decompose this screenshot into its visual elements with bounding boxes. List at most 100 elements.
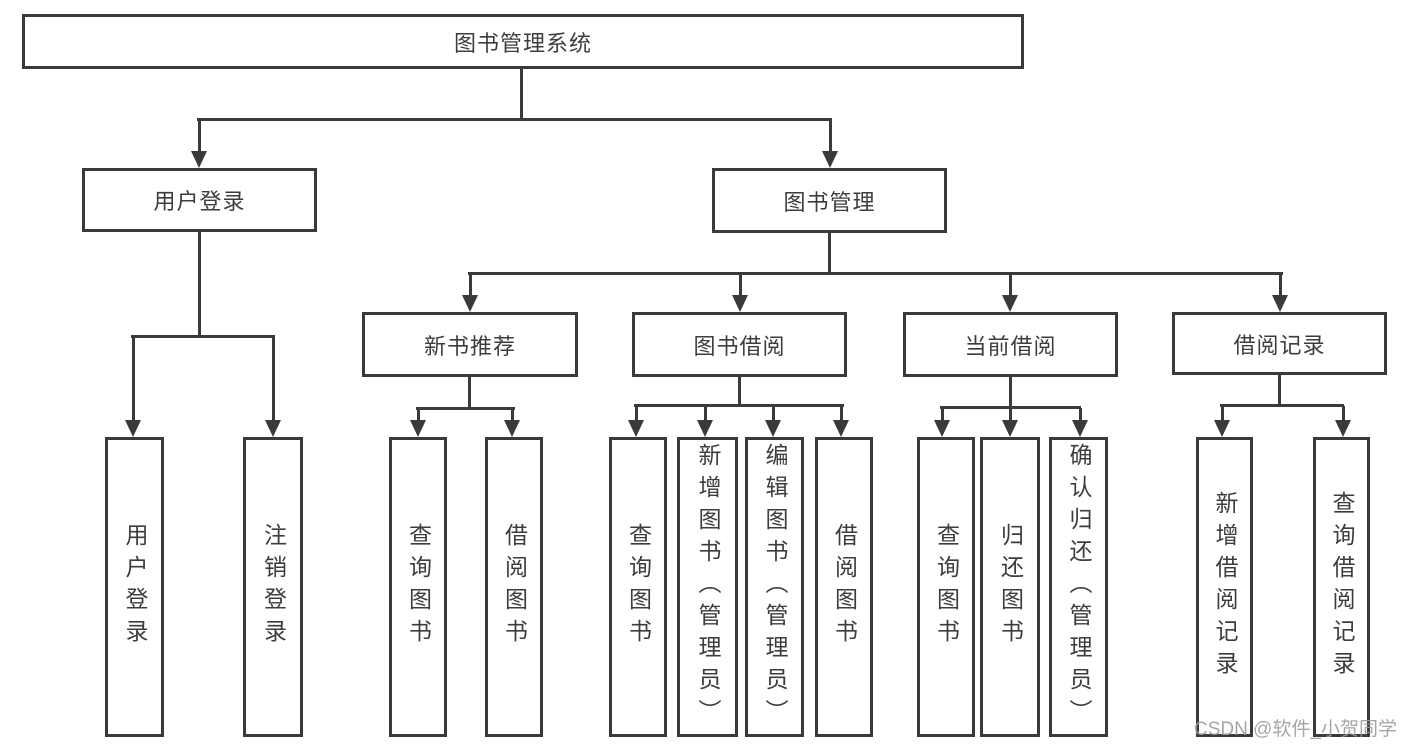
leaf-add-borrow-record: 新增借阅记录 xyxy=(1196,437,1253,737)
arrow-stem xyxy=(131,337,135,422)
arrow-stem xyxy=(738,274,742,297)
arrow-head xyxy=(462,295,478,312)
leaf-add-borrow-record-label: 新增借阅记录 xyxy=(1212,491,1238,683)
leaf-return-books: 归还图书 xyxy=(980,437,1040,737)
leaf-logout: 注销登录 xyxy=(243,437,303,737)
leaf-query-books-recommend-label: 查询图书 xyxy=(405,523,432,651)
arrow-down-icon xyxy=(410,409,426,437)
node-book-borrowing: 图书借阅 xyxy=(632,312,847,377)
arrow-head xyxy=(934,420,950,437)
leaf-query-borrow-record-label: 查询借阅记录 xyxy=(1329,491,1355,683)
leaf-borrow-books-borrowing-label: 借阅图书 xyxy=(831,523,858,651)
connector-line xyxy=(1009,376,1012,408)
arrow-stem xyxy=(1008,274,1012,297)
node-book-borrowing-label: 图书借阅 xyxy=(693,333,786,359)
node-book-management: 图书管理 xyxy=(712,168,947,233)
arrow-stem xyxy=(634,406,638,422)
arrow-head xyxy=(765,420,781,437)
connector-line xyxy=(416,407,515,410)
arrow-stem xyxy=(771,406,775,422)
arrow-stem xyxy=(1078,408,1082,422)
connector-line xyxy=(131,335,275,338)
arrow-head xyxy=(1335,420,1351,437)
arrow-head xyxy=(1272,295,1288,312)
arrow-stem xyxy=(1341,406,1345,422)
arrow-head xyxy=(1214,420,1230,437)
leaf-edit-book-admin: 编辑图书（管理员） xyxy=(745,437,804,737)
arrow-head xyxy=(1002,295,1018,312)
connector-line xyxy=(1220,404,1344,407)
connector-line xyxy=(940,406,1081,409)
arrow-stem xyxy=(416,409,420,422)
arrow-stem xyxy=(1278,274,1282,297)
connector-line xyxy=(828,233,831,274)
arrow-stem xyxy=(510,409,514,422)
arrow-down-icon xyxy=(1214,406,1230,437)
arrow-head xyxy=(1002,420,1018,437)
node-user-login-label: 用户登录 xyxy=(153,189,246,214)
leaf-user-login-label: 用户登录 xyxy=(122,523,148,651)
arrow-down-icon xyxy=(1272,274,1288,312)
arrow-down-icon xyxy=(628,406,644,437)
arrow-down-icon xyxy=(1335,406,1351,437)
arrow-head xyxy=(1072,420,1088,437)
node-root-label: 图书管理系统 xyxy=(453,30,592,56)
leaf-edit-book-admin-label: 编辑图书（管理员） xyxy=(762,443,788,731)
leaf-query-books-current-label: 查询图书 xyxy=(933,523,960,651)
arrow-stem xyxy=(940,408,944,422)
arrow-stem xyxy=(1220,406,1224,422)
arrow-down-icon xyxy=(833,406,849,437)
arrow-stem xyxy=(703,406,707,422)
arrow-down-icon xyxy=(191,120,207,168)
arrow-down-icon xyxy=(504,409,520,437)
arrow-head xyxy=(628,420,644,437)
leaf-user-login: 用户登录 xyxy=(105,437,164,737)
node-user-login: 用户登录 xyxy=(82,168,317,232)
arrow-down-icon xyxy=(462,274,478,312)
node-borrowing-records-label: 借阅记录 xyxy=(1233,332,1326,358)
arrow-head xyxy=(125,420,141,437)
arrow-stem xyxy=(1008,408,1012,422)
leaf-borrow-books-recommend-label: 借阅图书 xyxy=(501,523,528,651)
arrow-head xyxy=(265,420,281,437)
arrow-head xyxy=(504,420,520,437)
arrow-head xyxy=(833,420,849,437)
leaf-add-book-admin-label: 新增图书（管理员） xyxy=(695,443,721,731)
node-current-borrowing: 当前借阅 xyxy=(903,312,1118,377)
node-new-book-recommend: 新书推荐 xyxy=(362,312,578,377)
leaf-query-books-current: 查询图书 xyxy=(917,437,975,737)
arrow-stem xyxy=(828,120,832,153)
leaf-add-book-admin: 新增图书（管理员） xyxy=(677,437,738,737)
arrow-down-icon xyxy=(765,406,781,437)
arrow-stem xyxy=(839,406,843,422)
arrow-down-icon xyxy=(697,406,713,437)
connector-line xyxy=(520,68,523,119)
arrow-stem xyxy=(197,120,201,153)
connector-line xyxy=(634,404,844,407)
node-borrowing-records: 借阅记录 xyxy=(1172,312,1387,375)
watermark-text: CSDN @软件_小贺同学 xyxy=(1194,719,1397,740)
leaf-confirm-return-admin: 确认归还（管理员） xyxy=(1049,437,1108,737)
node-book-management-label: 图书管理 xyxy=(783,189,876,215)
leaf-logout-label: 注销登录 xyxy=(260,523,287,651)
node-current-borrowing-label: 当前借阅 xyxy=(964,333,1057,359)
leaf-query-books-borrowing-label: 查询图书 xyxy=(625,523,652,651)
arrow-down-icon xyxy=(732,274,748,312)
leaf-borrow-books-borrowing: 借阅图书 xyxy=(815,437,873,737)
arrow-head xyxy=(732,295,748,312)
connector-line xyxy=(198,232,201,337)
connector-line xyxy=(1278,375,1281,406)
leaf-query-borrow-record: 查询借阅记录 xyxy=(1313,437,1370,737)
arrow-down-icon xyxy=(265,337,281,437)
arrow-down-icon xyxy=(934,408,950,437)
arrow-stem xyxy=(468,274,472,297)
arrow-head xyxy=(191,151,207,168)
leaf-borrow-books-recommend: 借阅图书 xyxy=(485,437,543,737)
connector-line xyxy=(468,376,471,409)
arrow-down-icon xyxy=(1072,408,1088,437)
arrow-stem xyxy=(271,337,275,422)
leaf-return-books-label: 归还图书 xyxy=(997,523,1024,651)
arrow-down-icon xyxy=(1002,408,1018,437)
arrow-head xyxy=(410,420,426,437)
